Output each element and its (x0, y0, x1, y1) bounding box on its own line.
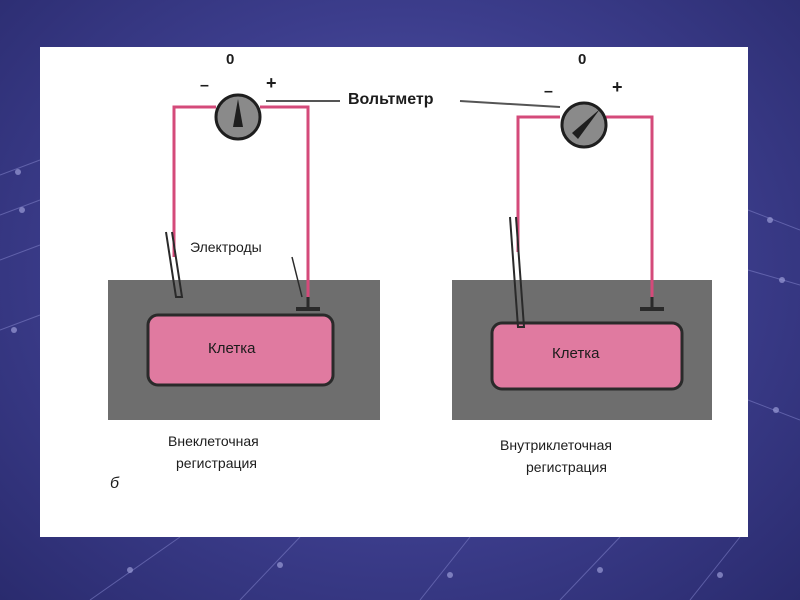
left-setup (108, 93, 380, 420)
electrodes-label: Электроды (190, 239, 262, 255)
right-wire-negative (516, 115, 560, 252)
left-minus-mark: – (200, 77, 209, 94)
right-voltmeter-needle (572, 109, 600, 139)
right-setup (452, 101, 712, 420)
left-cell (146, 313, 335, 387)
right-zero-mark: 0 (578, 51, 587, 68)
right-caption-line2: регистрация (526, 459, 607, 475)
left-electrode-1 (165, 231, 184, 298)
right-caption-line1: Внутриклеточная (500, 437, 612, 453)
left-wire-negative (172, 105, 216, 257)
recording-diagram (108, 93, 712, 420)
slide-image-frame: 0 – + Вольтметр 0 – + Электроды Клетка К… (40, 47, 748, 537)
right-minus-mark: – (544, 83, 553, 100)
left-caption-line1: Внеклеточная (168, 433, 259, 449)
left-electrode-pointer (291, 256, 303, 298)
right-cell-label: Клетка (552, 345, 600, 362)
right-wire-positive (606, 115, 654, 297)
right-plus-mark: + (612, 77, 623, 97)
right-cell (490, 321, 684, 391)
left-plus-mark: + (266, 73, 277, 93)
left-voltmeter-needle (233, 99, 243, 127)
left-wire-positive (260, 105, 310, 297)
left-caption-line2: регистрация (176, 455, 257, 471)
left-zero-mark: 0 (226, 51, 235, 68)
right-electrode-1 (509, 216, 526, 328)
voltmeter-label: Вольтметр (348, 91, 434, 108)
voltmeter-leader-right (459, 100, 561, 108)
left-cell-label: Клетка (208, 340, 256, 357)
figure-letter: б (110, 475, 119, 492)
